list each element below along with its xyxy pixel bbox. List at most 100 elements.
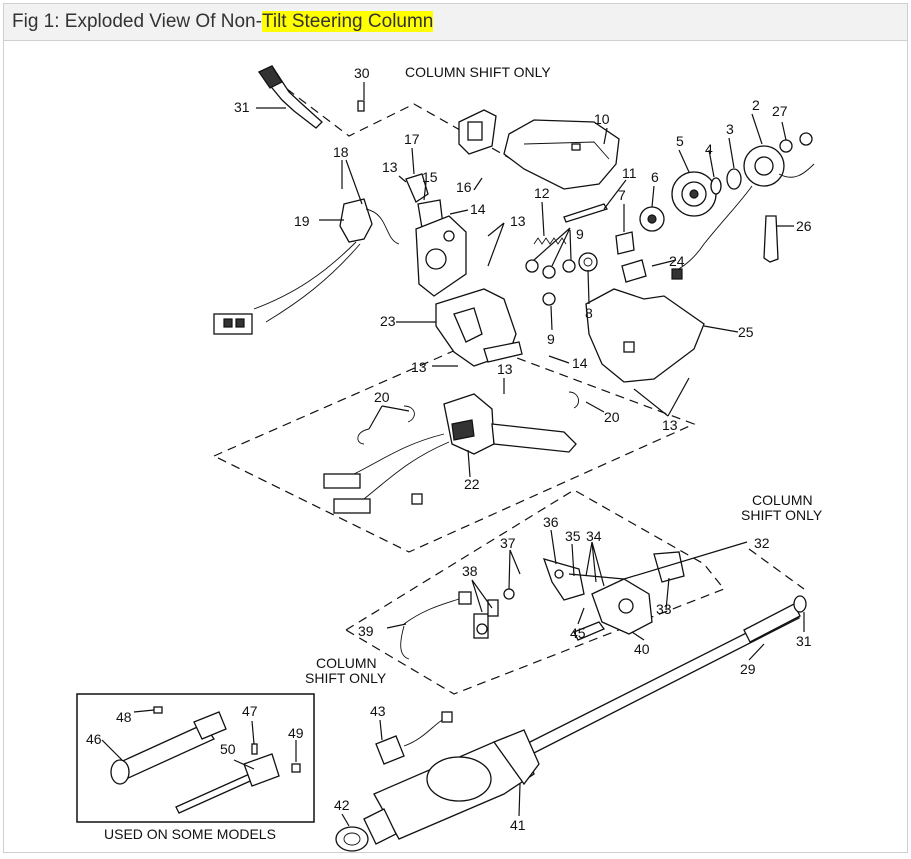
part-tilt-lever-pin	[763, 215, 779, 263]
part-screw-30	[357, 100, 365, 112]
callout-7: 7	[618, 187, 626, 203]
callout-20-right: 20	[604, 409, 620, 425]
callout-36: 36	[543, 514, 559, 530]
callout-24: 24	[669, 253, 685, 269]
part-turn-signal-cam	[673, 145, 815, 273]
callout-31-top: 31	[234, 99, 250, 115]
callout-13-left: 13	[411, 359, 427, 375]
callout-43: 43	[370, 703, 386, 719]
part-multifunction-lever	[257, 65, 323, 129]
part-upper-shroud	[503, 119, 620, 190]
callout-4: 4	[705, 141, 713, 157]
callout-22: 22	[464, 476, 480, 492]
part-37-nut	[503, 588, 515, 600]
callout-9-lower: 9	[547, 331, 555, 347]
figure-frame: Fig 1: Exploded View Of Non-Tilt Steerin…	[3, 3, 908, 853]
note-column-shift-top: COLUMN SHIFT ONLY	[405, 64, 551, 80]
note-column-shift-right-line2: SHIFT ONLY	[741, 507, 823, 523]
callout-27: 27	[772, 103, 788, 119]
part-column-jacket	[363, 729, 540, 845]
callout-16: 16	[456, 179, 472, 195]
part-spring-rod	[533, 203, 608, 245]
callout-42: 42	[334, 797, 350, 813]
callout-23: 23	[380, 313, 396, 329]
callout-31-bottom: 31	[796, 633, 812, 649]
callout-46: 46	[86, 731, 102, 747]
note-used-on-some-models: USED ON SOME MODELS	[104, 826, 276, 842]
callout-34: 34	[586, 528, 602, 544]
part-retainer-clip-left	[357, 428, 370, 445]
callout-47: 47	[242, 703, 258, 719]
part-33-bracket	[653, 551, 685, 583]
callout-labels: 2 3 4 5 6 7 8 9 9 10 11 12 13 13 13 13 1…	[86, 65, 812, 833]
callout-11: 11	[622, 165, 637, 181]
callout-25: 25	[738, 324, 754, 340]
callout-10: 10	[594, 111, 610, 127]
title-prefix: Fig 1: Exploded View Of Non-	[12, 11, 262, 32]
part-49-nut	[291, 763, 301, 773]
callout-35: 35	[565, 528, 581, 544]
part-24-bracket	[621, 259, 683, 283]
callout-32: 32	[754, 535, 770, 551]
callout-19: 19	[294, 213, 310, 229]
part-retainer-clip-mid	[568, 391, 580, 409]
leader-lines	[101, 82, 805, 827]
part-washers	[710, 168, 742, 195]
callout-9-upper: 9	[576, 226, 584, 242]
part-shaft-50	[175, 753, 280, 814]
part-shift-cable-39	[400, 591, 472, 660]
part-bezel	[458, 109, 497, 155]
callout-15: 15	[422, 169, 438, 185]
callout-17: 17	[404, 131, 420, 147]
switch-group-outline	[212, 341, 696, 553]
callout-41: 41	[510, 817, 526, 833]
note-column-shift-left-line1: COLUMN	[316, 655, 377, 671]
callout-40: 40	[634, 641, 650, 657]
callout-14-lower: 14	[572, 355, 588, 371]
callout-5: 5	[676, 133, 684, 149]
part-retainer-clip-right	[403, 405, 415, 423]
part-turn-signal-switch-harness	[213, 198, 400, 335]
part-shift-bowl-40	[573, 578, 653, 641]
callout-12: 12	[534, 185, 550, 201]
callout-8: 8	[585, 305, 593, 321]
part-gear-spring	[578, 231, 635, 272]
part-48-screw	[153, 706, 163, 714]
part-shift-lever-36	[542, 558, 585, 601]
part-47-pin	[251, 743, 258, 755]
part-38-bracket	[473, 599, 499, 639]
part-column-housing	[435, 288, 523, 367]
callout-14-upper: 14	[470, 201, 486, 217]
figure-title: Fig 1: Exploded View Of Non-Tilt Steerin…	[12, 11, 434, 33]
part-intermediate-shaft-46	[110, 711, 227, 785]
part-lock-cylinder	[639, 206, 665, 232]
callout-13-right: 13	[662, 417, 678, 433]
callout-13-center: 13	[497, 361, 513, 377]
callout-29: 29	[740, 661, 756, 677]
callout-49: 49	[288, 725, 304, 741]
callout-30: 30	[354, 65, 370, 81]
callout-50: 50	[220, 741, 236, 757]
callout-37: 37	[500, 535, 516, 551]
note-column-shift-right-line1: COLUMN	[752, 492, 813, 508]
exploded-view-diagram: COLUMN SHIFT ONLY COLUMN SHIFT ONLY COLU…	[76, 64, 823, 852]
column-shift-right-leader	[748, 548, 805, 590]
callout-18: 18	[333, 144, 349, 160]
figure-title-bar: Fig 1: Exploded View Of Non-Tilt Steerin…	[4, 4, 907, 41]
callout-13-top: 13	[382, 159, 398, 175]
callout-3: 3	[726, 121, 734, 137]
part-lock-housing	[415, 215, 467, 297]
callout-33: 33	[656, 601, 672, 617]
part-combination-switch	[323, 393, 577, 514]
note-column-shift-left-line2: SHIFT ONLY	[305, 670, 387, 686]
callout-39: 39	[358, 623, 374, 639]
callout-48: 48	[116, 709, 132, 725]
callout-6: 6	[651, 169, 659, 185]
callout-2: 2	[752, 97, 760, 113]
callout-13-mid: 13	[510, 213, 526, 229]
part-43-switch	[375, 711, 453, 765]
callout-20-left: 20	[374, 389, 390, 405]
callout-26: 26	[796, 218, 812, 234]
title-highlight: Tilt Steering Column	[261, 11, 434, 32]
part-42-boot	[335, 826, 369, 852]
